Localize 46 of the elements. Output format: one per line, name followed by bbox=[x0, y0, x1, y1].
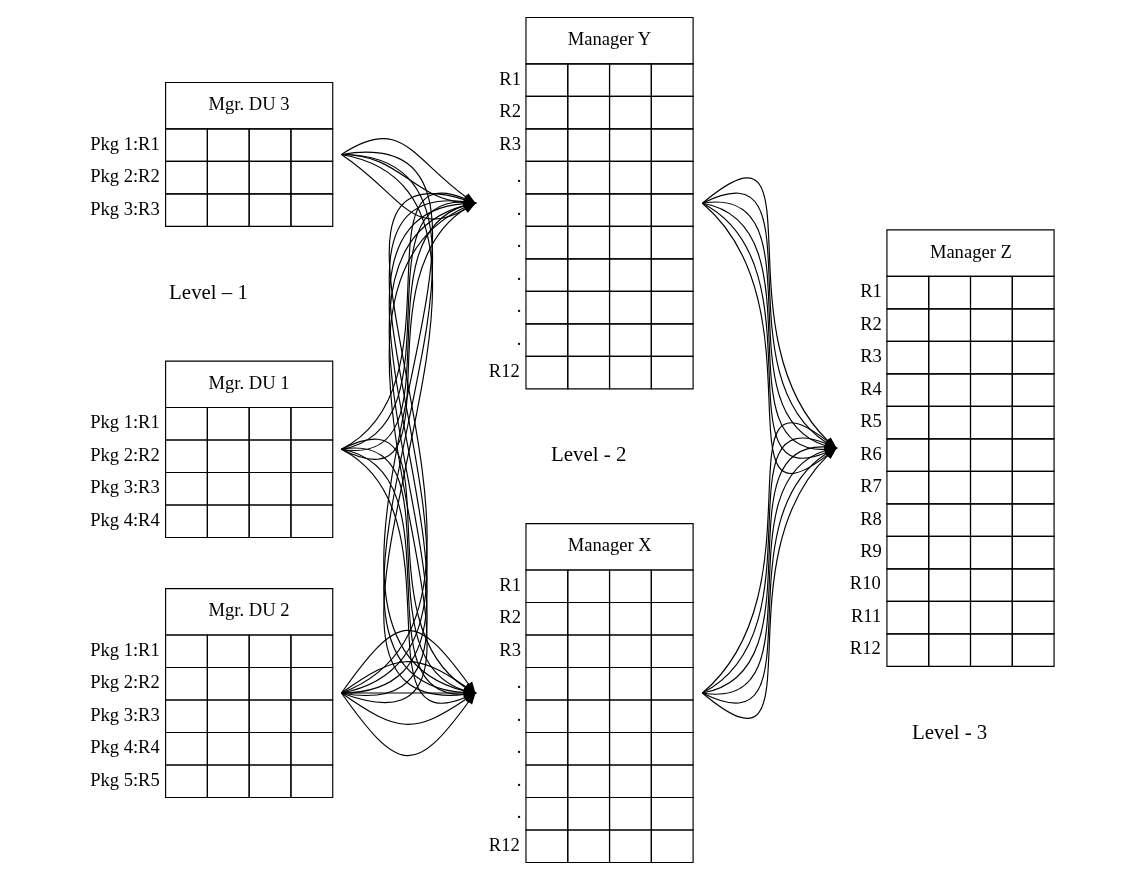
node-label: . bbox=[516, 262, 521, 284]
node-label: Pkg 3:R3 bbox=[89, 476, 160, 498]
node-label: . bbox=[516, 230, 521, 252]
node-label: Pkg 3:R3 bbox=[89, 197, 160, 219]
node-label: Pkg 3:R3 bbox=[89, 703, 160, 725]
node-label: R12 bbox=[488, 833, 520, 855]
node-label: R12 bbox=[849, 637, 881, 659]
node-label: R6 bbox=[859, 442, 882, 464]
node-label: R3 bbox=[498, 132, 521, 154]
node-label: . bbox=[516, 801, 521, 823]
label: Level - 3 bbox=[911, 719, 987, 744]
node-label: . bbox=[516, 736, 521, 758]
node-label: R7 bbox=[859, 475, 882, 496]
node-label: R2 bbox=[498, 100, 521, 122]
node-label: R5 bbox=[859, 410, 882, 431]
node-label: R10 bbox=[849, 572, 881, 594]
node-label: Pkg 2:R2 bbox=[89, 165, 160, 187]
node-label: R1 bbox=[859, 280, 882, 302]
node-label: . bbox=[516, 671, 521, 693]
node-label: . bbox=[516, 327, 521, 349]
node-label: . bbox=[516, 703, 521, 725]
node-label: R1 bbox=[498, 573, 521, 595]
node-label: Pkg 1:R1 bbox=[89, 132, 160, 154]
node-label: R9 bbox=[859, 539, 882, 561]
node-label: R3 bbox=[498, 638, 521, 660]
label: Level – 1 bbox=[168, 279, 248, 304]
node-label: R3 bbox=[859, 345, 882, 366]
node-label: . bbox=[516, 295, 521, 317]
node-label: R2 bbox=[498, 606, 521, 628]
node-label: . bbox=[516, 197, 521, 219]
node-label: Pkg 2:R2 bbox=[89, 671, 160, 693]
label: Level - 2 bbox=[550, 442, 626, 467]
node-label: R2 bbox=[859, 312, 882, 334]
node-label: . bbox=[516, 768, 521, 790]
node-label: Pkg 4:R4 bbox=[89, 736, 160, 758]
node-label: R12 bbox=[488, 360, 520, 382]
node-label: . bbox=[516, 165, 521, 187]
node-label: R11 bbox=[850, 604, 881, 626]
node-label: Pkg 4:R4 bbox=[89, 508, 160, 530]
node-label: Pkg 1:R1 bbox=[89, 411, 160, 433]
node-label: R8 bbox=[859, 507, 882, 529]
node-label: R1 bbox=[498, 67, 521, 89]
node-label: Pkg 1:R1 bbox=[89, 638, 160, 660]
node-label: Pkg 2:R2 bbox=[89, 443, 160, 465]
node-label: R4 bbox=[859, 377, 882, 399]
node-label: Pkg 5:R5 bbox=[89, 768, 160, 790]
